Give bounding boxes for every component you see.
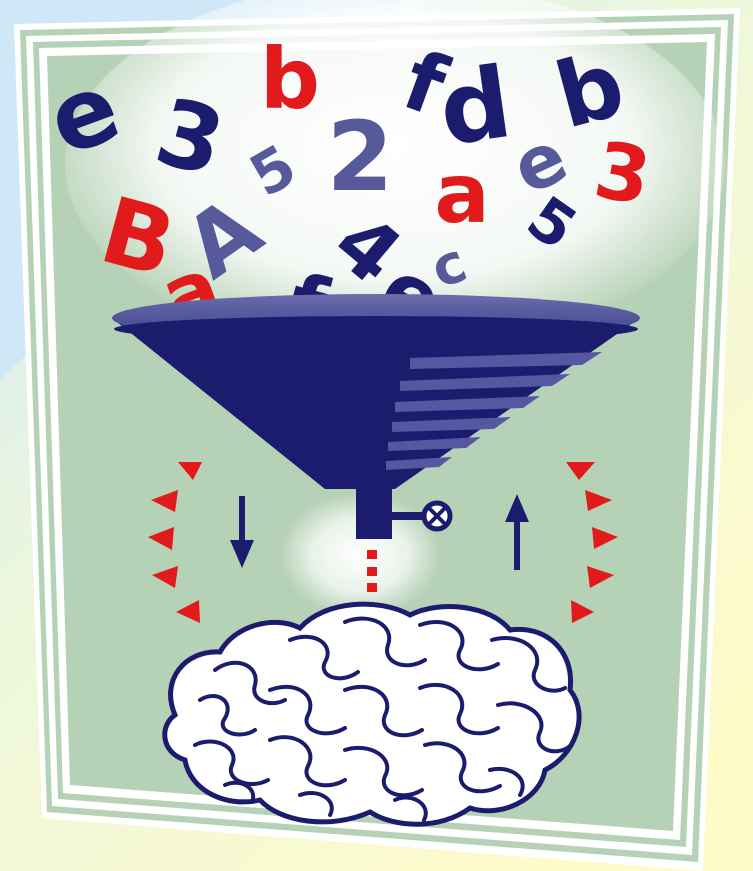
drop <box>367 583 377 592</box>
letter-glyph: b <box>260 30 320 128</box>
funnel-spout <box>356 487 392 539</box>
drop <box>367 550 377 559</box>
letter-glyph: a <box>434 147 489 242</box>
drops <box>367 550 377 592</box>
letter-glyph: 2 <box>327 101 394 213</box>
drop <box>367 567 377 576</box>
